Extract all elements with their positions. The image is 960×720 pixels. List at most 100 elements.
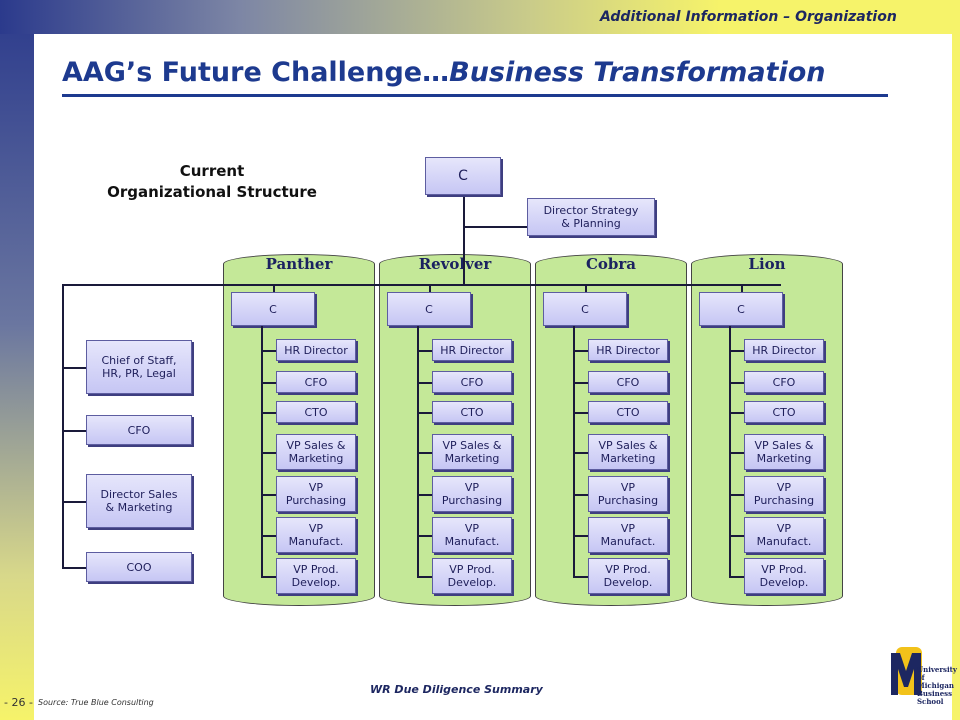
role-connector bbox=[573, 494, 588, 496]
staff-connector bbox=[62, 567, 86, 569]
division-role-box-text: Marketing bbox=[288, 452, 344, 465]
division-role-box-text: Manufact. bbox=[288, 535, 344, 548]
role-connector bbox=[417, 494, 432, 496]
section-label-line2: Organizational Structure bbox=[107, 183, 317, 201]
role-connector bbox=[573, 412, 588, 414]
division-role-box-text: VP bbox=[308, 481, 324, 494]
division-role-box-text: VP bbox=[308, 522, 324, 535]
role-connector bbox=[729, 535, 744, 537]
division-role-box-text: Develop. bbox=[603, 576, 653, 589]
division-bus-line bbox=[62, 284, 781, 286]
staff-box: COO bbox=[86, 552, 192, 582]
division-role-box: VP Sales &Marketing bbox=[744, 434, 824, 470]
division-role-box: HR Director bbox=[276, 339, 356, 361]
division-role-box-text: HR Director bbox=[440, 343, 504, 357]
division-role-box-text: Develop. bbox=[759, 576, 809, 589]
role-connector bbox=[573, 350, 588, 352]
division-role-box-text: VP Prod. bbox=[761, 563, 807, 576]
division-role-box-text: CFO bbox=[772, 375, 796, 389]
right-band bbox=[952, 0, 960, 720]
page-title: AAG’s Future Challenge…Business Transfor… bbox=[62, 57, 826, 88]
division-role-box-text: Manufact. bbox=[444, 535, 500, 548]
division-role-box-text: CTO bbox=[460, 405, 484, 419]
division-role-box: VP Sales &Marketing bbox=[276, 434, 356, 470]
staff-box-text: Director Sales bbox=[100, 488, 178, 501]
division-name: Cobra bbox=[585, 255, 637, 273]
division-spine-line bbox=[261, 326, 263, 576]
staff-box: CFO bbox=[86, 415, 192, 445]
division-role-box-text: Develop. bbox=[291, 576, 341, 589]
director-strategy-box-text: & Planning bbox=[561, 217, 621, 230]
division-role-box-text: Develop. bbox=[447, 576, 497, 589]
division-role-box-text: VP Prod. bbox=[449, 563, 495, 576]
role-connector bbox=[573, 535, 588, 537]
division-role-box-text: Marketing bbox=[756, 452, 812, 465]
division-role-box-text: CTO bbox=[304, 405, 328, 419]
division-role-box: CTO bbox=[276, 401, 356, 423]
division-role-box-text: VP Prod. bbox=[605, 563, 651, 576]
role-connector bbox=[729, 412, 744, 414]
division-role-box-text: Purchasing bbox=[597, 494, 659, 507]
staff-box-text: HR, PR, Legal bbox=[102, 367, 176, 380]
division-role-box: CTO bbox=[432, 401, 512, 423]
role-connector bbox=[261, 452, 276, 454]
title-rule bbox=[62, 94, 888, 97]
division-spine-line bbox=[417, 326, 419, 576]
top-ceo-box: C bbox=[425, 157, 501, 195]
division-role-box-text: HR Director bbox=[596, 343, 660, 357]
title-main: AAG’s Future Challenge… bbox=[62, 57, 450, 88]
division-role-box-text: VP bbox=[776, 481, 792, 494]
division-role-box: HR Director bbox=[432, 339, 512, 361]
division-role-box: CTO bbox=[588, 401, 668, 423]
division-role-box-text: Manufact. bbox=[756, 535, 812, 548]
role-connector bbox=[729, 382, 744, 384]
role-connector bbox=[417, 535, 432, 537]
staff-box: Chief of Staff,HR, PR, Legal bbox=[86, 340, 192, 394]
division-spine-line bbox=[729, 326, 731, 576]
role-connector bbox=[417, 412, 432, 414]
division-role-box-text: VP bbox=[464, 522, 480, 535]
division-role-box-text: Marketing bbox=[444, 452, 500, 465]
division-role-box-text: HR Director bbox=[284, 343, 348, 357]
role-connector bbox=[261, 494, 276, 496]
division-spine-line bbox=[573, 326, 575, 576]
division-role-box: VP Sales &Marketing bbox=[432, 434, 512, 470]
division-role-box: CFO bbox=[744, 371, 824, 393]
role-connector bbox=[573, 382, 588, 384]
division-role-box: VP Sales &Marketing bbox=[588, 434, 668, 470]
staff-box-text: Chief of Staff, bbox=[101, 354, 177, 367]
division-ceo-box-text: C bbox=[425, 302, 433, 316]
division-role-box: HR Director bbox=[744, 339, 824, 361]
division-ceo-box: C bbox=[387, 292, 471, 326]
division-name: Revolver bbox=[418, 255, 492, 273]
division-role-box-text: VP Sales & bbox=[442, 439, 502, 452]
division-role-box-text: Purchasing bbox=[441, 494, 503, 507]
title-emphasis: Business Transformation bbox=[449, 57, 826, 88]
role-connector bbox=[261, 382, 276, 384]
staff-box-text: & Marketing bbox=[105, 501, 173, 514]
division-role-box-text: VP Sales & bbox=[754, 439, 814, 452]
division-role-box-text: HR Director bbox=[752, 343, 816, 357]
division-name: Lion bbox=[748, 255, 786, 273]
division-role-box: CFO bbox=[588, 371, 668, 393]
header-label: Additional Information – Organization bbox=[600, 9, 897, 25]
division-role-box: VP Prod.Develop. bbox=[432, 558, 512, 594]
director-strategy-box-text: Director Strategy bbox=[543, 204, 639, 217]
staff-spine-line bbox=[62, 284, 64, 568]
division-role-box: VP Prod.Develop. bbox=[588, 558, 668, 594]
division-ceo-box-text: C bbox=[269, 302, 277, 316]
division-role-box: VP Prod.Develop. bbox=[744, 558, 824, 594]
division-role-box-text: CFO bbox=[304, 375, 328, 389]
division-role-box-text: VP bbox=[620, 481, 636, 494]
role-connector bbox=[261, 576, 276, 578]
top-gradient-band bbox=[0, 0, 960, 34]
division-ceo-box-text: C bbox=[581, 302, 589, 316]
staff-box-text: CFO bbox=[127, 423, 151, 437]
staff-connector bbox=[62, 367, 86, 369]
division-role-box-text: Purchasing bbox=[753, 494, 815, 507]
